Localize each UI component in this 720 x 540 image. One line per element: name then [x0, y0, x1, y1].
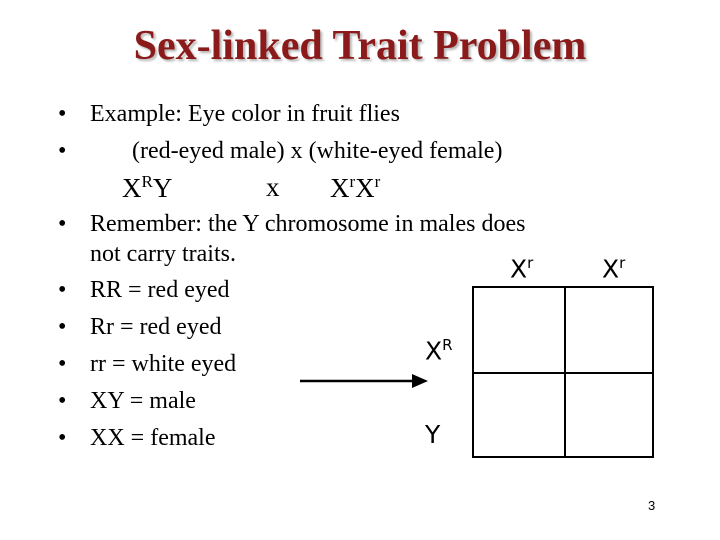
- punnett-row-label: XR: [425, 336, 453, 366]
- bullet-text: XY = male: [90, 388, 196, 414]
- bullet-symbol: •: [58, 388, 67, 414]
- bullet-text: not carry traits.: [90, 241, 236, 267]
- bullet-symbol: •: [58, 351, 67, 377]
- male-genotype: XRY: [122, 172, 173, 203]
- bullet-symbol: •: [58, 314, 67, 340]
- bullet-symbol: •: [58, 425, 67, 451]
- cross-operator: x: [266, 172, 280, 202]
- page-number: 3: [648, 498, 656, 513]
- punnett-col-label: Xr: [510, 254, 534, 284]
- punnett-row-label: Y: [425, 420, 441, 449]
- bullet-symbol: •: [58, 277, 67, 303]
- bullet-text: (red-eyed male) x (white-eyed female): [132, 138, 503, 164]
- bullet-symbol: •: [58, 211, 67, 237]
- slide-title: Sex-linked Trait Problem: [133, 23, 587, 69]
- bullet-symbol: •: [58, 101, 67, 127]
- punnett-col-label: Xr: [602, 254, 626, 284]
- grid-divider: [474, 372, 652, 374]
- female-genotype: XrXr: [330, 172, 381, 203]
- bullet-text: Rr = red eyed: [90, 314, 222, 340]
- bullet-text: XX = female: [90, 425, 216, 451]
- bullet-text: rr = white eyed: [90, 351, 237, 377]
- cross-notation: XRY x XrXr: [0, 172, 720, 208]
- bullet-symbol: •: [58, 138, 67, 164]
- bullet-text: RR = red eyed: [90, 277, 230, 303]
- bullet-text: Example: Eye color in fruit flies: [90, 101, 400, 127]
- bullet-text: Remember: the Y chromosome in males does: [90, 211, 526, 237]
- punnett-square: [472, 286, 654, 458]
- arrow-right-icon: [300, 374, 428, 388]
